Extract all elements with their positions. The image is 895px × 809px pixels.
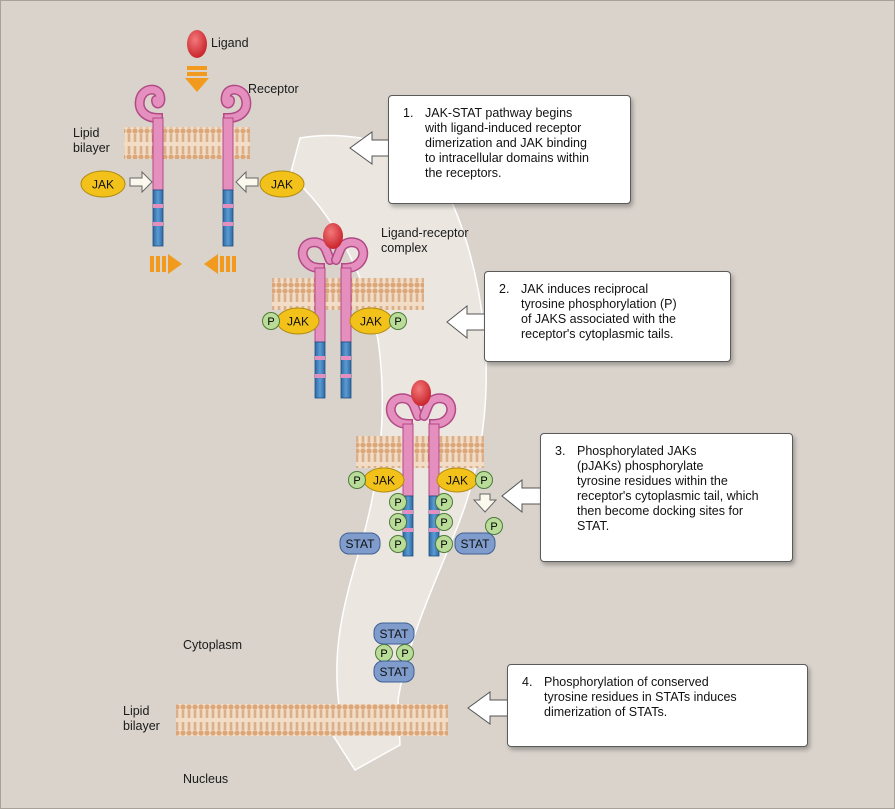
p-label: P [480,475,487,487]
jak-label: JAK [360,315,382,329]
step-2-box: 2. JAK induces reciprocal tyrosine phosp… [484,271,731,362]
jak-right-1 [259,170,305,198]
ligand-bound-2 [323,223,343,249]
stat-label: STAT [380,627,410,641]
callout-arrow-2 [446,304,486,340]
p-marker: P [435,513,453,531]
p-label: P [440,497,447,509]
jak-left-1 [80,170,126,198]
step-number: 4. [522,675,533,689]
p-marker: P [389,493,407,511]
p-label: P [353,475,360,487]
step-1-box: 1. JAK-STAT pathway begins with ligand-i… [388,95,631,204]
p-marker: P [396,644,414,662]
p-label: P [267,316,274,328]
callout-arrow-3 [501,478,542,514]
stat-label: STAT [346,537,376,551]
p-marker: P [389,312,407,330]
p-marker: P [435,493,453,511]
lipid-bilayer-nucleus [176,704,448,736]
jak-label: JAK [446,474,468,488]
p-marker: P [348,471,366,489]
p-marker: P [475,471,493,489]
jak-bind-arrow-right [235,170,259,194]
jak-label: JAK [287,315,309,329]
step-text: JAK induces reciprocal tyrosine phosphor… [521,282,677,341]
stat-left-3 [339,532,381,555]
step-text: JAK-STAT pathway begins with ligand-indu… [425,106,589,180]
step-number: 3. [555,444,566,458]
receptor-right-1 [220,84,252,247]
step-number: 1. [403,106,414,120]
dimerization-arrow-right [204,254,236,274]
jak-label: JAK [373,474,395,488]
nucleus-label: Nucleus [183,772,229,786]
stat-right-3 [454,532,496,555]
p-label: P [394,316,401,328]
stat-label: STAT [380,665,410,679]
cytoplasm-label: Cytoplasm [183,638,243,652]
dimerization-arrow-left [150,254,182,274]
p-label: P [394,539,401,551]
ligand [187,30,207,58]
ligand-arrow [185,66,209,92]
p-marker: P [389,513,407,531]
jak-bind-arrow-left [129,170,153,194]
step-4-box: 4. Phosphorylation of conserved tyrosine… [507,664,808,747]
step-number: 2. [499,282,510,296]
p-label: P [394,497,401,509]
receptor-label: Receptor [248,82,299,96]
p-marker: P [389,535,407,553]
step-text: Phosphorylated JAKs (pJAKs) phosphorylat… [577,444,759,533]
stat-bottom-4 [373,660,415,683]
stat-label: STAT [461,537,491,551]
p-label: P [394,517,401,529]
lipid-bilayer-label-top: Lipid bilayer [73,126,110,155]
jak-label: JAK [92,178,114,192]
receptor-dimer-2 [297,237,369,399]
callout-arrow-4 [467,691,509,725]
receptor-dimer-3 [385,393,457,557]
receptor-left-1 [134,84,166,247]
jak-label: JAK [271,178,293,192]
lipid-bilayer-3 [356,436,484,468]
ligand-label: Ligand [211,36,249,50]
ligand-receptor-complex-label: Ligand-receptor complex [381,226,469,255]
p-label: P [440,539,447,551]
step-text: Phosphorylation of conserved tyrosine re… [544,675,737,719]
p-marker: P [375,644,393,662]
callout-arrow-1 [349,131,391,165]
p-label: P [440,517,447,529]
lipid-bilayer-label-bottom: Lipid bilayer [123,704,160,733]
p-marker: P [262,312,280,330]
p-marker: P [485,517,503,535]
ligand-bound-3 [411,380,431,406]
p-label: P [380,648,387,660]
stat-top-4 [373,622,415,645]
p-label: P [490,521,497,533]
stat-dock-arrow [472,493,498,513]
p-label: P [401,648,408,660]
p-marker: P [435,535,453,553]
step-3-box: 3. Phosphorylated JAKs (pJAKs) phosphory… [540,433,793,562]
